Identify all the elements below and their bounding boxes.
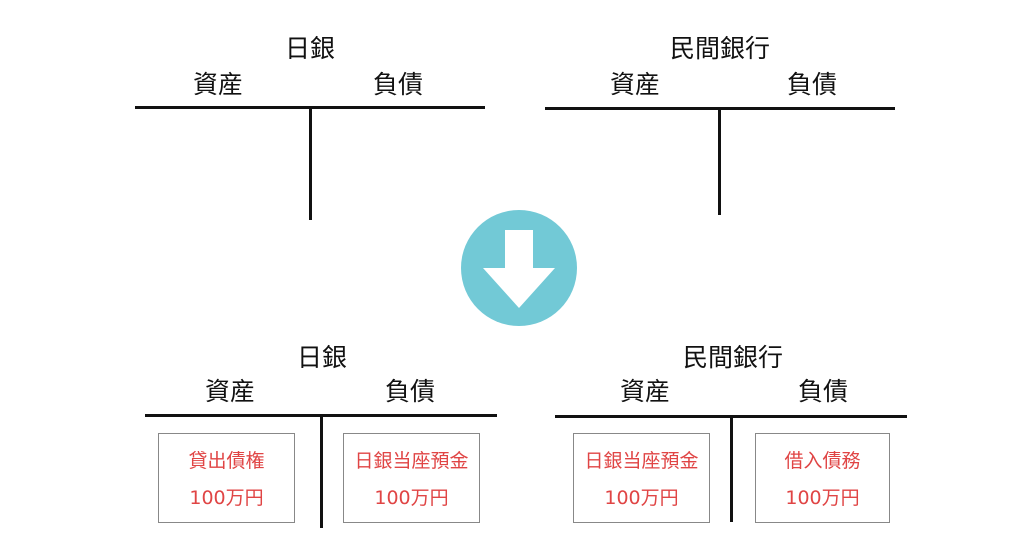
asset-entry-box: 貸出債権 100万円 bbox=[158, 433, 295, 523]
t-account-vertical-line bbox=[320, 414, 323, 528]
account-title: 民間銀行 bbox=[669, 34, 771, 63]
assets-label: 資産 bbox=[204, 377, 256, 406]
liabilities-label: 負債 bbox=[372, 70, 424, 99]
t-account-vertical-line bbox=[730, 415, 733, 522]
account-title: 日銀 bbox=[284, 34, 336, 63]
entry-label: 日銀当座預金 bbox=[584, 450, 699, 472]
entry-label: 日銀当座預金 bbox=[354, 450, 469, 472]
t-account-vertical-line bbox=[718, 107, 721, 215]
liability-entry-box: 借入債務 100万円 bbox=[755, 433, 890, 523]
liabilities-label: 負債 bbox=[384, 377, 436, 406]
assets-label: 資産 bbox=[609, 70, 661, 99]
liability-entry-box: 日銀当座預金 100万円 bbox=[343, 433, 480, 523]
down-arrow-icon bbox=[461, 210, 577, 326]
account-title: 民間銀行 bbox=[682, 343, 784, 372]
account-title: 日銀 bbox=[296, 343, 348, 372]
entry-label: 貸出債権 bbox=[188, 450, 265, 472]
assets-label: 資産 bbox=[619, 377, 671, 406]
entry-label: 借入債務 bbox=[784, 450, 861, 472]
entry-amount: 100万円 bbox=[785, 487, 860, 509]
t-account-vertical-line bbox=[309, 106, 312, 220]
liabilities-label: 負債 bbox=[797, 377, 849, 406]
liabilities-label: 負債 bbox=[786, 70, 838, 99]
asset-entry-box: 日銀当座預金 100万円 bbox=[573, 433, 710, 523]
entry-amount: 100万円 bbox=[189, 487, 264, 509]
assets-label: 資産 bbox=[192, 70, 244, 99]
entry-amount: 100万円 bbox=[604, 487, 679, 509]
entry-amount: 100万円 bbox=[374, 487, 449, 509]
